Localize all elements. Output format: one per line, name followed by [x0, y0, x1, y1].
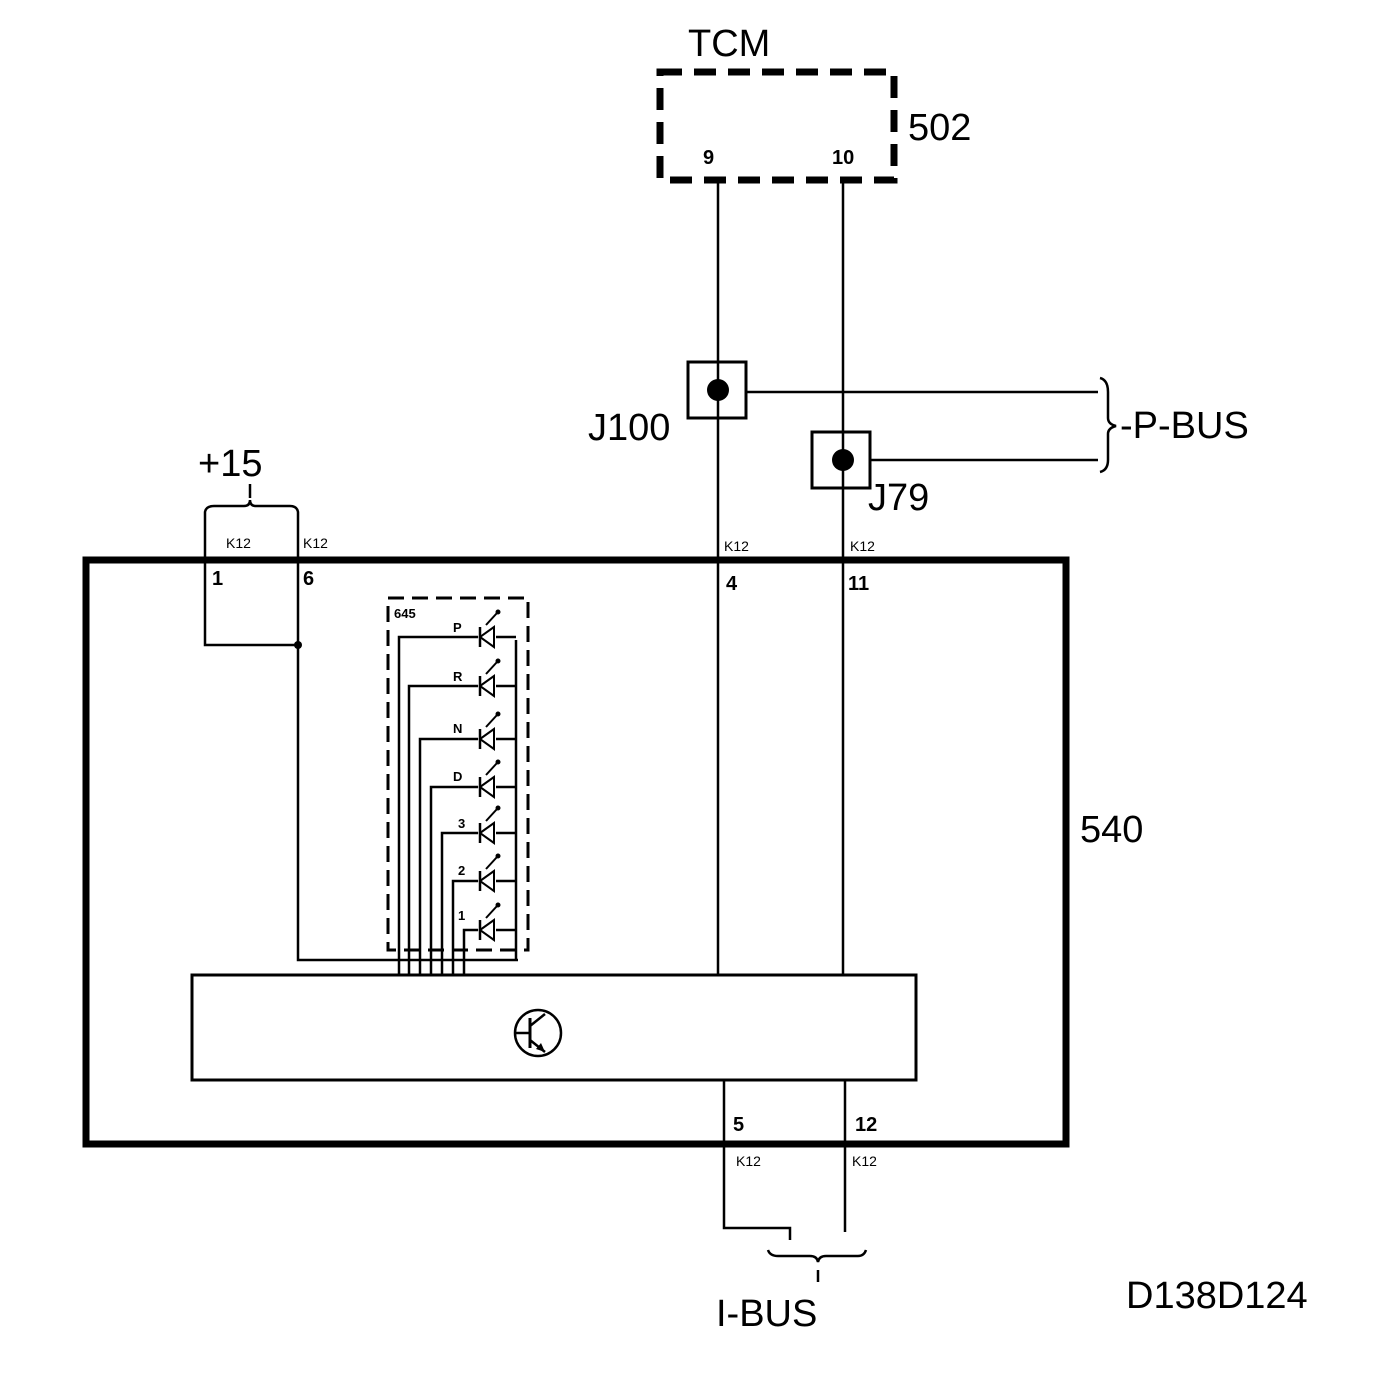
- tcm-number: 502: [908, 107, 971, 149]
- supply-common-wire: [296, 560, 518, 962]
- transistor-icon: [513, 1008, 563, 1058]
- led-1-icon: [478, 901, 502, 942]
- module-540-box: [82, 556, 1070, 1148]
- led-p-label: P: [453, 620, 462, 635]
- connector-11-name: K12: [850, 538, 875, 554]
- led-2-icon: [478, 852, 502, 893]
- connector-1-name: K12: [226, 535, 251, 551]
- led-row-n: N: [418, 710, 516, 975]
- supply-internal-loop: [203, 560, 298, 647]
- connector-12-pin: 12: [855, 1114, 877, 1136]
- connector-6-name: K12: [303, 535, 328, 551]
- indicator-number: 645: [394, 606, 416, 621]
- wire-pin-5: [722, 1080, 792, 1240]
- i-bus-brace: [766, 1249, 868, 1263]
- splice-j79-node: [832, 449, 854, 471]
- led-d-icon: [478, 758, 502, 799]
- led-2-label: 2: [458, 863, 465, 878]
- led-3-label: 3: [458, 816, 465, 831]
- connector-11-pin: 11: [848, 573, 869, 595]
- led-3-icon: [478, 804, 502, 845]
- i-bus-label: I-BUS: [716, 1293, 817, 1335]
- module-number: 540: [1080, 809, 1143, 851]
- connector-4-name: K12: [724, 538, 749, 554]
- led-p-icon: [478, 608, 502, 649]
- connector-6-pin: 6: [303, 568, 314, 590]
- led-row-1: 1: [458, 901, 516, 975]
- led-row-p: P: [397, 608, 516, 975]
- tcm-title: TCM: [688, 23, 770, 65]
- figure-id: D138D124: [1126, 1275, 1308, 1317]
- p-bus-brace: [1099, 376, 1117, 474]
- led-row-d: D: [429, 758, 516, 975]
- connector-4-pin: 4: [726, 573, 738, 595]
- supply-brace: [203, 499, 300, 520]
- led-row-2: 2: [451, 852, 516, 975]
- led-d-label: D: [453, 769, 462, 784]
- splice-j100-node: [707, 379, 729, 401]
- led-row-r: R: [407, 657, 516, 975]
- splice-j100-label: J100: [588, 407, 670, 449]
- connector-1-pin: 1: [212, 568, 223, 590]
- connector-12-name: K12: [852, 1153, 877, 1169]
- indicator-box: [386, 596, 530, 952]
- control-unit-block: [190, 973, 918, 1082]
- supply-label: +15: [198, 443, 262, 485]
- led-r-label: R: [453, 669, 463, 684]
- led-1-label: 1: [458, 908, 465, 923]
- p-bus-label: -P-BUS: [1120, 405, 1249, 447]
- led-row-3: 3: [440, 804, 516, 975]
- tcm-pin-9: 9: [703, 147, 714, 169]
- splice-j79-label: J79: [868, 477, 929, 519]
- connector-5-name: K12: [736, 1153, 761, 1169]
- tcm-box: [656, 68, 898, 184]
- tcm-pin-10: 10: [832, 147, 854, 169]
- splice-j100-box: [686, 360, 748, 420]
- connector-5-pin: 5: [733, 1114, 744, 1136]
- led-n-icon: [478, 710, 502, 751]
- led-n-label: N: [453, 721, 462, 736]
- led-r-icon: [478, 657, 502, 698]
